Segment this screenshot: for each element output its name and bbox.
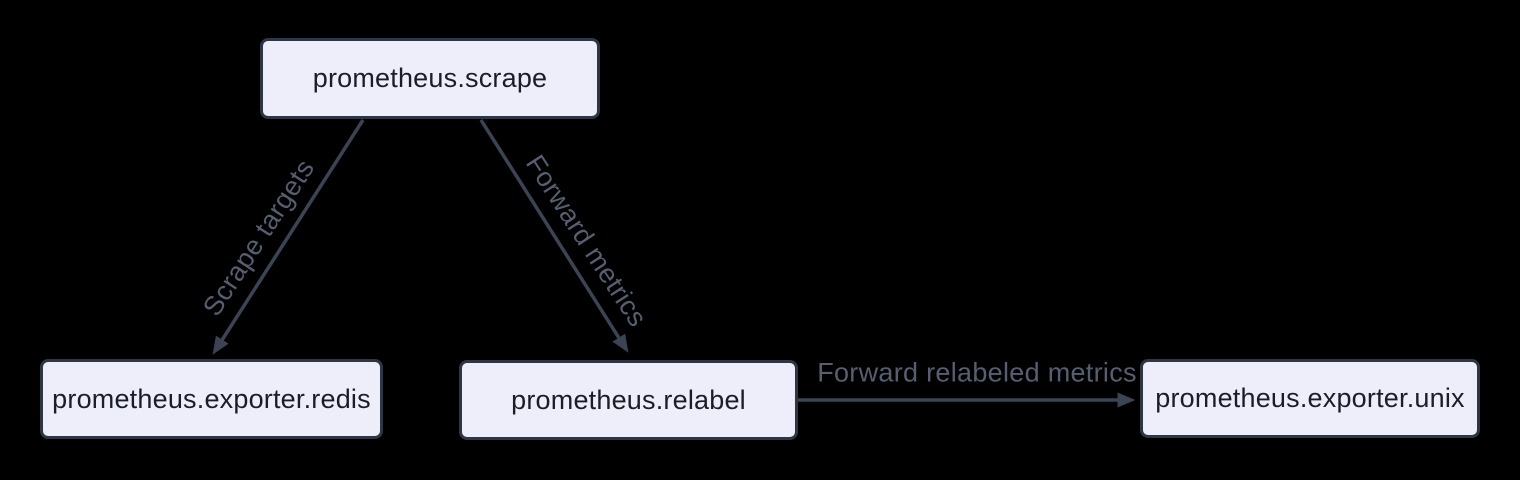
edge-label-forward-relabeled-metrics: Forward relabeled metrics [817,357,1137,388]
node-prometheus-relabel: prometheus.relabel [459,360,798,440]
edge-scrape-to-redis [212,119,365,355]
node-prometheus-exporter-redis: prometheus.exporter.redis [40,359,383,439]
node-label: prometheus.exporter.redis [52,383,371,414]
node-label: prometheus.scrape [312,63,548,93]
node-label: prometheus.relabel [511,384,746,415]
node-label: prometheus.exporter.unix [1155,383,1465,413]
node-prometheus-scrape: prometheus.scrape [260,38,600,119]
edge-scrape-to-relabel [479,119,629,353]
node-prometheus-exporter-unix: prometheus.exporter.unix [1140,359,1480,438]
